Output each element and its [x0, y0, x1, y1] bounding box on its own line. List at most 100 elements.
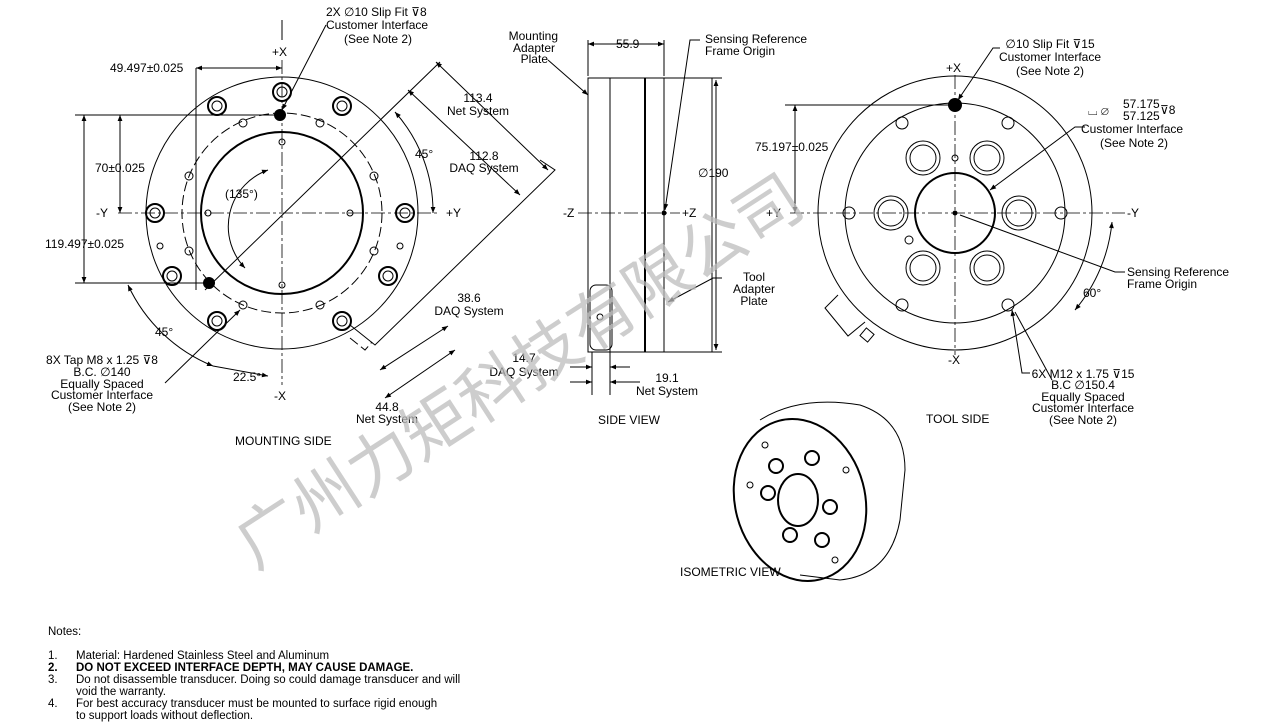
- svg-text:Customer Interface: Customer Interface: [1081, 122, 1183, 136]
- m12-holes: [873, 140, 1037, 286]
- svg-text:14.7: 14.7: [512, 351, 536, 365]
- callout-m12: 6X M12 x 1.75 ⊽15 B.C ∅150.4 Equally Spa…: [1032, 367, 1135, 427]
- svg-text:Frame Origin: Frame Origin: [705, 44, 775, 58]
- angle-22-5: 22.5°: [233, 370, 261, 384]
- daq-axis-line: [204, 61, 441, 291]
- daq-connector: [589, 284, 613, 351]
- svg-text:(See Note 2): (See Note 2): [1016, 64, 1084, 78]
- label-sensing-origin: Sensing Reference Frame Origin: [1127, 265, 1229, 291]
- svg-text:(See Note 2): (See Note 2): [1100, 136, 1168, 150]
- dim-net-system-113: 113.4 Net System: [447, 91, 509, 118]
- dim-75-197: 75.197±0.025: [755, 140, 829, 154]
- callout-center-bore: ⌴ ∅ 57.175 57.125 ⊽8 Customer Interface …: [1081, 97, 1183, 150]
- tool-side-view: +X -X +Y -Y ∅10 Slip Fit ⊽15 Customer In…: [755, 37, 1229, 427]
- svg-text:Customer Interface: Customer Interface: [999, 50, 1101, 64]
- svg-text:2X ∅10 Slip Fit ⊽8: 2X ∅10 Slip Fit ⊽8: [326, 5, 427, 19]
- svg-text:Customer Interface: Customer Interface: [326, 18, 428, 32]
- svg-text:57.125: 57.125: [1123, 109, 1160, 123]
- svg-text:57.175: 57.175: [1123, 97, 1160, 111]
- view-title-mounting-side: MOUNTING SIDE: [235, 434, 332, 448]
- view-title-isometric: ISOMETRIC VIEW: [680, 565, 781, 579]
- dim-diameter-190: ∅190: [698, 166, 729, 180]
- front-face: [732, 418, 868, 582]
- dim-net-19-1: 19.1 Net System: [636, 371, 698, 398]
- dim-70: 70±0.025: [95, 161, 145, 175]
- svg-text:Plate: Plate: [740, 294, 768, 308]
- svg-text:Adapter: Adapter: [513, 41, 555, 55]
- notes-section: Notes: 1.Material: Hardened Stainless St…: [48, 626, 461, 722]
- dim-55-9: 55.9: [616, 37, 640, 51]
- view-title-tool-side: TOOL SIDE: [926, 412, 989, 426]
- svg-text:B.C. ∅140: B.C. ∅140: [73, 365, 130, 379]
- daq-connector: [824, 294, 866, 337]
- svg-text:44.8: 44.8: [375, 400, 399, 414]
- note-item: 4.For best accuracy transducer must be m…: [48, 698, 438, 710]
- watermark: 广州力矩科技有限公司: [222, 159, 817, 583]
- svg-text:DAQ System: DAQ System: [434, 304, 503, 318]
- angle-135: (135°): [225, 187, 258, 201]
- sensing-origin-point: [661, 210, 667, 216]
- svg-text:Net System: Net System: [356, 412, 418, 426]
- svg-text:Adapter: Adapter: [733, 282, 775, 296]
- tapped-holes: [156, 118, 404, 310]
- svg-text:Customer Interface: Customer Interface: [51, 388, 153, 402]
- svg-text:19.1: 19.1: [655, 371, 679, 385]
- dim-119497: 119.497±0.025: [45, 237, 124, 251]
- svg-text:Frame Origin: Frame Origin: [1127, 277, 1197, 291]
- angle-45-upper: 45°: [415, 147, 433, 161]
- isometric-view: ISOMETRIC VIEW: [680, 401, 906, 582]
- dim-49497: 49.497±0.025: [110, 61, 184, 75]
- svg-text:Net System: Net System: [447, 104, 509, 118]
- axis-label-px: +X: [946, 61, 961, 75]
- counterbore-holes: [145, 82, 415, 331]
- angle-60: 60°: [1083, 286, 1101, 300]
- svg-text:8X Tap M8 x 1.25 ⊽8: 8X Tap M8 x 1.25 ⊽8: [46, 353, 158, 367]
- axis-label-ny: -Y: [96, 206, 108, 220]
- svg-text:Tool: Tool: [743, 270, 765, 284]
- svg-text:38.6: 38.6: [457, 291, 481, 305]
- svg-text:Mounting: Mounting: [509, 29, 558, 43]
- callout-tap-m8: 8X Tap M8 x 1.25 ⊽8 B.C. ∅140 Equally Sp…: [46, 353, 158, 414]
- svg-text:∅10 Slip Fit ⊽15: ∅10 Slip Fit ⊽15: [1005, 37, 1095, 51]
- callout-slip-fit: 2X ∅10 Slip Fit ⊽8 Customer Interface (S…: [326, 5, 428, 46]
- svg-text:Sensing Reference: Sensing Reference: [1127, 265, 1229, 279]
- side-view: Mounting Adapter Plate 55.9 Sensing Refe…: [489, 29, 807, 427]
- axis-label-ny: -Y: [1127, 206, 1139, 220]
- axis-label-py: +Y: [446, 206, 461, 220]
- svg-text:Plate: Plate: [521, 52, 549, 66]
- svg-text:Customer Interface: Customer Interface: [1032, 401, 1134, 415]
- svg-text:6X M12 x 1.75 ⊽15: 6X M12 x 1.75 ⊽15: [1032, 367, 1135, 381]
- small-holes: [842, 116, 1068, 312]
- svg-text:⊽8: ⊽8: [1160, 103, 1176, 117]
- svg-text:(See Note 2): (See Note 2): [68, 400, 136, 414]
- dim-daq-system-38: 38.6 DAQ System: [434, 291, 503, 318]
- iso-holes: [746, 441, 850, 564]
- notes-heading: Notes:: [48, 626, 82, 638]
- axis-label-px: +X: [272, 45, 287, 59]
- svg-text:DAQ System: DAQ System: [489, 365, 558, 379]
- axis-label-pz: +Z: [682, 206, 696, 220]
- view-title-side-view: SIDE VIEW: [598, 413, 661, 427]
- svg-text:Equally Spaced: Equally Spaced: [1041, 390, 1124, 404]
- svg-text:112.8: 112.8: [469, 149, 498, 163]
- dim-net-system-44: 44.8 Net System: [356, 400, 418, 426]
- svg-text:Net System: Net System: [636, 384, 698, 398]
- callout-slip-fit: ∅10 Slip Fit ⊽15 Customer Interface (See…: [999, 37, 1101, 78]
- axis-label-nz: -Z: [563, 206, 574, 220]
- svg-text:113.4: 113.4: [463, 91, 492, 105]
- svg-text:B.C ∅150.4: B.C ∅150.4: [1051, 378, 1115, 392]
- label-tool-adapter-plate: Tool Adapter Plate: [733, 270, 775, 308]
- svg-text:Sensing Reference: Sensing Reference: [705, 32, 807, 46]
- svg-text:(See Note 2): (See Note 2): [344, 32, 412, 46]
- dim-daq-system-112: 112.8 DAQ System: [449, 149, 518, 175]
- body-outline: [587, 77, 713, 353]
- label-sensing-origin: Sensing Reference Frame Origin: [705, 32, 807, 58]
- label-mounting-adapter-plate: Mounting Adapter Plate: [509, 29, 558, 66]
- svg-text:⌴ ∅: ⌴ ∅: [1088, 104, 1109, 118]
- dim-daq-14-7: 14.7 DAQ System: [489, 351, 558, 379]
- angle-45-lower: 45°: [155, 325, 173, 339]
- axis-label-nx: -X: [948, 353, 960, 367]
- svg-text:DAQ System: DAQ System: [449, 161, 518, 175]
- note-item: 1.Material: Hardened Stainless Steel and…: [48, 650, 330, 662]
